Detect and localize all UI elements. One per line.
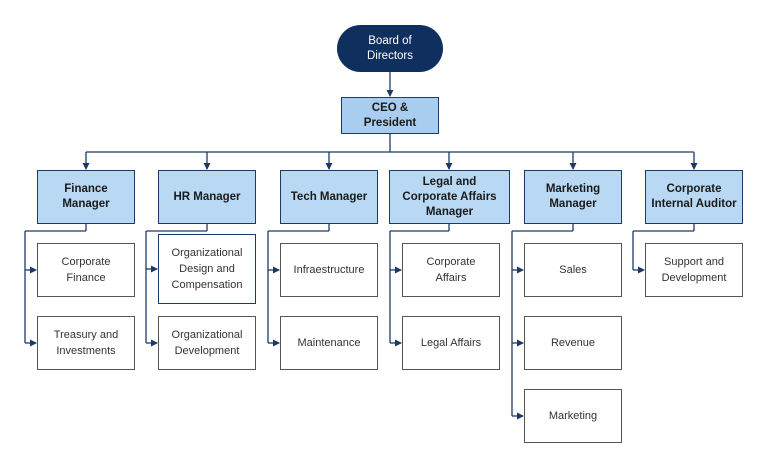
infrastructure-node: Infraestructure (280, 243, 378, 297)
corporate-affairs-node: Corporate Affairs (402, 243, 500, 297)
revenue-node: Revenue (524, 316, 622, 370)
unit-label: Organizational Design and Compensation (171, 247, 243, 291)
support-development-node: Support and Development (645, 243, 743, 297)
legal-affairs-node: Legal Affairs (402, 316, 500, 370)
legal-corporate-affairs-manager-node: Legal and Corporate Affairs Manager (389, 170, 510, 224)
corporate-internal-auditor-node: Corporate Internal Auditor (645, 170, 743, 224)
manager-label: HR Manager (173, 190, 241, 203)
tech-manager-node: Tech Manager (280, 170, 378, 224)
manager-label: Tech Manager (290, 190, 368, 203)
finance-manager-node: Finance Manager (37, 170, 135, 224)
unit-label: Marketing (548, 410, 598, 422)
board-of-directors-label: Board of Directors (366, 34, 413, 62)
unit-label: Sales (559, 264, 587, 276)
unit-label: Treasury and Investments (53, 329, 119, 357)
marketing-node: Marketing (524, 389, 622, 443)
treasury-investments-node: Treasury and Investments (37, 316, 135, 370)
corporate-finance-node: Corporate Finance (37, 243, 135, 297)
manager-label: Marketing Manager (545, 183, 601, 210)
maintenance-node: Maintenance (280, 316, 378, 370)
manager-label: Corporate Internal Auditor (651, 183, 737, 210)
sales-node: Sales (524, 243, 622, 297)
board-of-directors-node: Board of Directors (337, 25, 443, 72)
unit-label: Corporate Finance (61, 256, 111, 284)
ceo-president-node: CEO & President (341, 97, 439, 134)
unit-label: Organizational Development (171, 329, 243, 357)
hr-manager-node: HR Manager (158, 170, 256, 224)
unit-label: Maintenance (297, 337, 361, 349)
manager-label: Finance Manager (62, 183, 110, 210)
manager-label: Legal and Corporate Affairs Manager (402, 175, 497, 218)
unit-label: Corporate Affairs (426, 256, 476, 284)
organizational-design-compensation-node: Organizational Design and Compensation (158, 234, 256, 304)
marketing-manager-node: Marketing Manager (524, 170, 622, 224)
unit-label: Support and Development (661, 256, 727, 284)
ceo-president-label: CEO & President (363, 101, 417, 129)
organizational-development-node: Organizational Development (158, 316, 256, 370)
unit-label: Legal Affairs (420, 337, 482, 349)
unit-label: Infraestructure (293, 264, 365, 276)
unit-label: Revenue (550, 337, 596, 349)
